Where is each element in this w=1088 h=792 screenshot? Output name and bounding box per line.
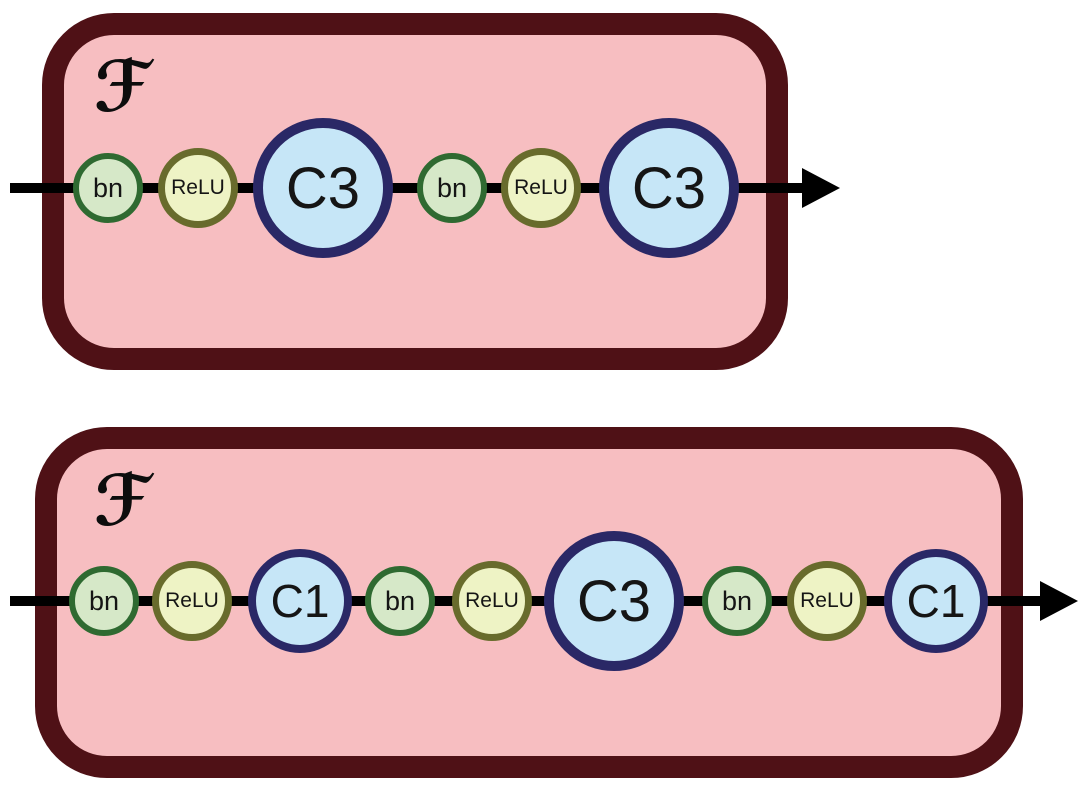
node-relu: ReLU: [152, 561, 232, 641]
node-bn: bn: [73, 153, 143, 223]
node-relu: ReLU: [158, 148, 238, 228]
output-arrow-icon: [1040, 581, 1078, 621]
node-c3: C3: [599, 118, 739, 258]
node-c1: C1: [248, 549, 352, 653]
signal-path-line: [10, 183, 802, 193]
node-bn: bn: [365, 566, 435, 636]
node-c3: C3: [253, 118, 393, 258]
node-bn: bn: [417, 153, 487, 223]
node-relu: ReLU: [452, 561, 532, 641]
script-f-label: ℱ: [94, 459, 151, 542]
node-bn: bn: [69, 566, 139, 636]
node-c1: C1: [884, 549, 988, 653]
node-relu: ReLU: [501, 148, 581, 228]
node-c3: C3: [544, 531, 684, 671]
output-arrow-icon: [802, 168, 840, 208]
node-relu: ReLU: [787, 561, 867, 641]
node-bn: bn: [702, 566, 772, 636]
script-f-label: ℱ: [94, 45, 151, 128]
